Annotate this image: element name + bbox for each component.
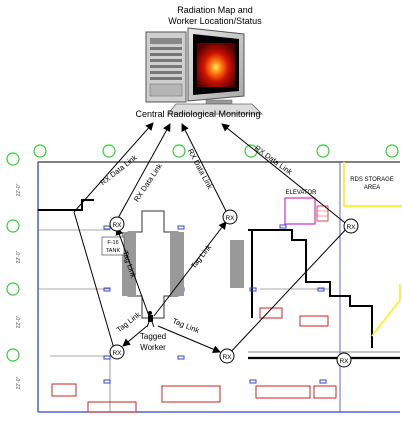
worker-label-line2: Worker <box>140 343 166 352</box>
tag-link-line <box>122 325 148 347</box>
rx-label: RX <box>112 350 122 357</box>
dimension-label: 22'-0" <box>16 250 22 263</box>
rds-label-line1: RDS STORAGE <box>350 177 394 183</box>
shield-wall <box>170 232 184 296</box>
floor-plan: 22'-0" 22'-0" 22'-0" 22'-0" <box>6 122 402 413</box>
grid-markers <box>6 144 399 362</box>
link-arrows <box>73 122 350 357</box>
rx-label: RX <box>225 215 235 222</box>
rx-data-link-label: RX Data Link <box>186 147 215 190</box>
grid-marker <box>6 348 20 362</box>
grid-marker <box>6 152 20 166</box>
grid-marker <box>6 219 20 233</box>
rds-storage-outline <box>343 162 402 207</box>
rx-receiver: RX <box>109 216 125 232</box>
grid-marker <box>102 144 116 158</box>
rx-data-link-line <box>226 225 350 357</box>
rx-receiver: RX <box>222 209 238 225</box>
tag-link-line <box>157 325 221 353</box>
tag-link-line <box>115 227 150 317</box>
elevator-label: ELEVATOR <box>285 190 317 196</box>
tank-room <box>122 210 244 319</box>
tag-link-label: Tag Link <box>189 242 213 270</box>
header-title-line2: Worker Location/Status <box>168 16 262 26</box>
tag-link-label: Tag Link <box>171 316 201 335</box>
radiation-map-heat-icon <box>197 43 235 87</box>
f16-tank-label-line2: TANK <box>106 248 121 254</box>
rx-data-link-line <box>181 123 230 218</box>
rx-data-link-label: RX Data Link <box>253 143 294 176</box>
tag-link-label: Tag Link <box>115 310 143 334</box>
equipment-outlines <box>51 307 337 413</box>
rx-label: RX <box>346 224 356 231</box>
header-title-line1: Radiation Map and <box>177 5 253 15</box>
rx-label: RX <box>222 354 232 361</box>
rx-label: RX <box>339 358 349 365</box>
rx-data-link-label: RX Data Link <box>98 153 139 187</box>
keyboard-icon <box>167 103 263 115</box>
interior-walls <box>38 199 400 360</box>
workstation <box>145 27 263 115</box>
dimension-label: 22'-0" <box>16 315 22 328</box>
rx-label: RX <box>112 222 122 229</box>
grid-marker <box>385 144 399 158</box>
rds-label-line2: AREA <box>364 185 380 191</box>
dimension-label: 22'-0" <box>16 376 22 389</box>
rx-receiver: RX <box>336 352 352 368</box>
column-markers <box>103 224 327 384</box>
shield-wall <box>230 240 244 288</box>
grid-marker <box>33 144 47 158</box>
rx-receiver: RX <box>343 218 359 234</box>
rx-data-link-line <box>116 123 171 221</box>
rx-receiver: RX <box>219 348 235 364</box>
rx-data-link-line <box>73 122 154 213</box>
rx-data-link-line <box>73 211 116 353</box>
rx-data-link-line <box>221 123 350 227</box>
server-tower-icon <box>145 31 187 103</box>
grid-marker <box>6 282 20 296</box>
grid-marker <box>172 144 186 158</box>
f16-tank-label-line1: F-16 <box>107 240 118 246</box>
grid-marker <box>244 144 258 158</box>
dimension-label: 22'-0" <box>16 183 22 196</box>
rx-data-link-label: RX Data Link <box>132 162 164 204</box>
elevator-panel <box>316 205 329 222</box>
monitor-icon <box>187 27 245 105</box>
worker-label-line1: Tagged <box>140 332 166 341</box>
rds-storage-outline <box>371 284 401 337</box>
grid-marker <box>316 144 330 158</box>
elevator-box <box>284 197 316 225</box>
tag-link-line <box>153 221 227 317</box>
shield-wall <box>122 232 136 296</box>
header-caption: Central Radiological Monitoring <box>135 109 260 119</box>
tagged-worker-icon <box>146 311 155 328</box>
rx-receiver: RX <box>109 344 125 360</box>
